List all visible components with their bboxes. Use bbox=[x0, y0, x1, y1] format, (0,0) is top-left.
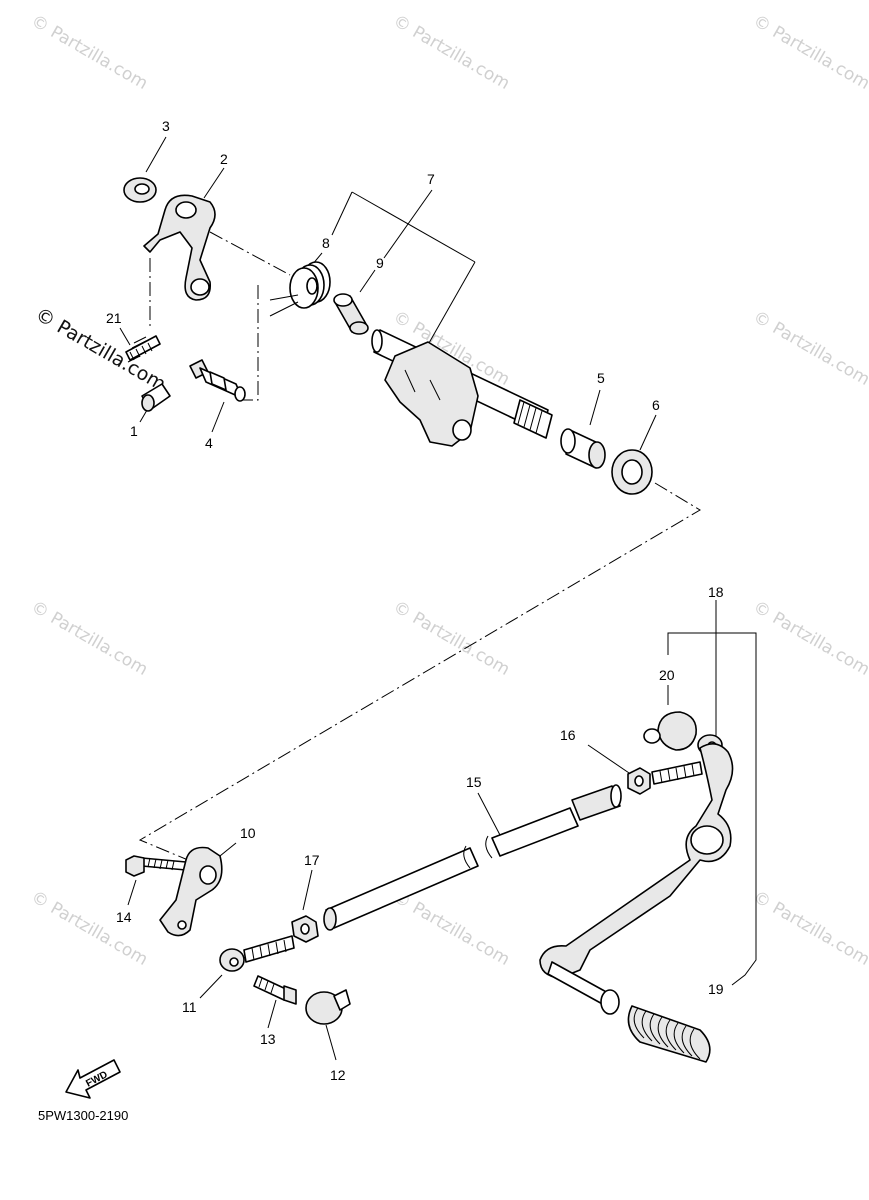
watermark: © Partzilla.com bbox=[390, 597, 514, 680]
assembly-lines bbox=[138, 231, 701, 861]
part-3-washer bbox=[123, 177, 157, 203]
part-13-bolt bbox=[253, 975, 297, 1005]
watermark: © Partzilla.com bbox=[750, 11, 869, 94]
part-19-pedal-rubber bbox=[627, 1005, 711, 1063]
watermark: © Partzilla.com bbox=[390, 11, 514, 94]
callout-2: 2 bbox=[220, 151, 228, 167]
callout-7: 7 bbox=[427, 171, 435, 187]
callout-11: 11 bbox=[182, 999, 197, 1015]
callout-1: 1 bbox=[130, 423, 138, 439]
fwd-arrow-icon: FWD bbox=[65, 1059, 121, 1099]
callout-10: 10 bbox=[240, 825, 256, 841]
callout-15: 15 bbox=[466, 774, 482, 790]
callout-6: 6 bbox=[652, 397, 660, 413]
part-16-nut bbox=[627, 767, 651, 795]
callout-3: 3 bbox=[162, 118, 170, 134]
watermark: © Partzilla.com bbox=[28, 11, 152, 94]
callout-13: 13 bbox=[260, 1031, 276, 1047]
callout-12: 12 bbox=[330, 1067, 346, 1083]
callout-4: 4 bbox=[205, 435, 213, 451]
part-11-rod-end bbox=[219, 935, 295, 972]
watermark: © Partzilla.com bbox=[750, 597, 869, 680]
part-7-shift-shaft bbox=[371, 329, 553, 447]
callout-5: 5 bbox=[597, 370, 605, 386]
part-20-cap bbox=[643, 711, 697, 751]
callout-17: 17 bbox=[304, 852, 320, 868]
callout-8: 8 bbox=[322, 235, 330, 251]
part-14-bolt bbox=[125, 855, 187, 877]
part-10-shift-arm bbox=[159, 846, 223, 937]
watermark: © Partzilla.com bbox=[750, 887, 869, 970]
callout-labels: 1 2 3 4 5 6 7 8 9 10 11 12 13 14 15 16 1… bbox=[106, 118, 724, 1083]
part-1-collar bbox=[141, 383, 171, 412]
callout-21: 21 bbox=[106, 310, 122, 326]
callout-14: 14 bbox=[116, 909, 132, 925]
callout-16: 16 bbox=[560, 727, 576, 743]
fwd-label: FWD bbox=[84, 1069, 109, 1089]
part-12-cap bbox=[305, 989, 351, 1025]
part-15-shift-rod bbox=[323, 784, 622, 931]
part-9-collar bbox=[333, 293, 369, 335]
watermark-layer: © Partzilla.com © Partzilla.com © Partzi… bbox=[28, 11, 869, 970]
diagram-code: 5PW1300-2190 bbox=[38, 1108, 128, 1123]
callout-20: 20 bbox=[659, 667, 675, 683]
part-21-spring bbox=[125, 335, 161, 363]
watermark: © Partzilla.com bbox=[28, 887, 152, 970]
callout-18: 18 bbox=[708, 584, 724, 600]
part-2-stopper-lever bbox=[143, 194, 216, 301]
part-5-collar bbox=[560, 428, 606, 469]
part-4-stud-bolt bbox=[189, 359, 246, 402]
watermark: © Partzilla.com bbox=[750, 307, 869, 390]
part-19-shift-pedal bbox=[539, 743, 734, 1015]
callout-9: 9 bbox=[376, 255, 384, 271]
part-8-torsion-spring bbox=[269, 261, 331, 317]
callout-19: 19 bbox=[708, 981, 724, 997]
part-17-nut bbox=[291, 915, 319, 943]
part-6-oil-seal bbox=[611, 449, 653, 495]
watermark: © Partzilla.com bbox=[390, 887, 514, 970]
watermark: © Partzilla.com bbox=[28, 597, 152, 680]
